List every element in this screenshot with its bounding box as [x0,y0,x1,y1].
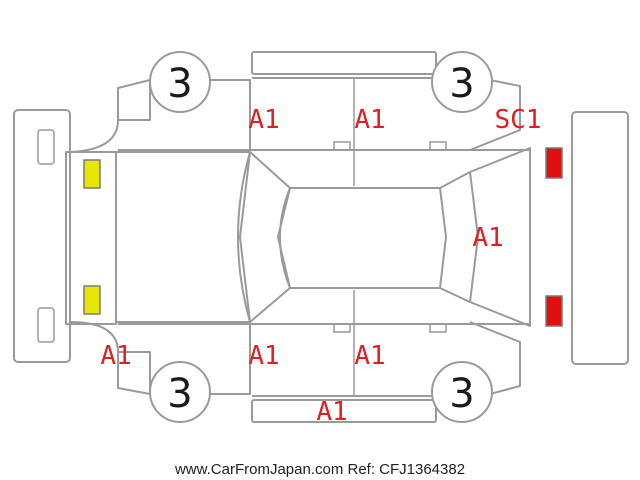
damage-code-roof-left-front: A1 [248,105,279,135]
tire-front-left-score: 3 [167,61,192,107]
tire-rear-left-score: 3 [167,371,192,417]
tire-rear-right: 3 [431,361,493,423]
rear-bumper [571,111,629,365]
damage-code-roof-left-rear: A1 [354,105,385,135]
front-lamp-top [83,159,101,189]
front-bumper [13,109,71,363]
damage-code-rear-glass: A1 [472,223,503,253]
rear-lamp-bottom [545,295,563,327]
damage-code-rear-corner: SC1 [495,105,542,135]
damage-code-side-sill: A1 [316,397,347,427]
tire-front-right: 3 [431,51,493,113]
body-top-side [69,51,530,186]
roof [279,187,447,289]
damage-code-front-bumper: A1 [100,341,131,371]
credit-text: www.CarFromJapan.com Ref: CFJ1364382 [174,461,465,478]
tire-rear-right-score: 3 [449,371,474,417]
body-top-view [65,147,531,327]
damage-code-side-rear: A1 [354,341,385,371]
tire-front-left: 3 [149,51,211,113]
tire-rear-left: 3 [149,361,211,423]
rear-glass [439,171,479,303]
damage-code-side-front: A1 [248,341,279,371]
windshield [237,151,291,323]
tire-front-right-score: 3 [449,61,474,107]
front-lamp-bottom [83,285,101,315]
front-lamps [83,159,101,315]
rear-lamps [545,147,563,327]
rear-lamp-top [545,147,563,179]
